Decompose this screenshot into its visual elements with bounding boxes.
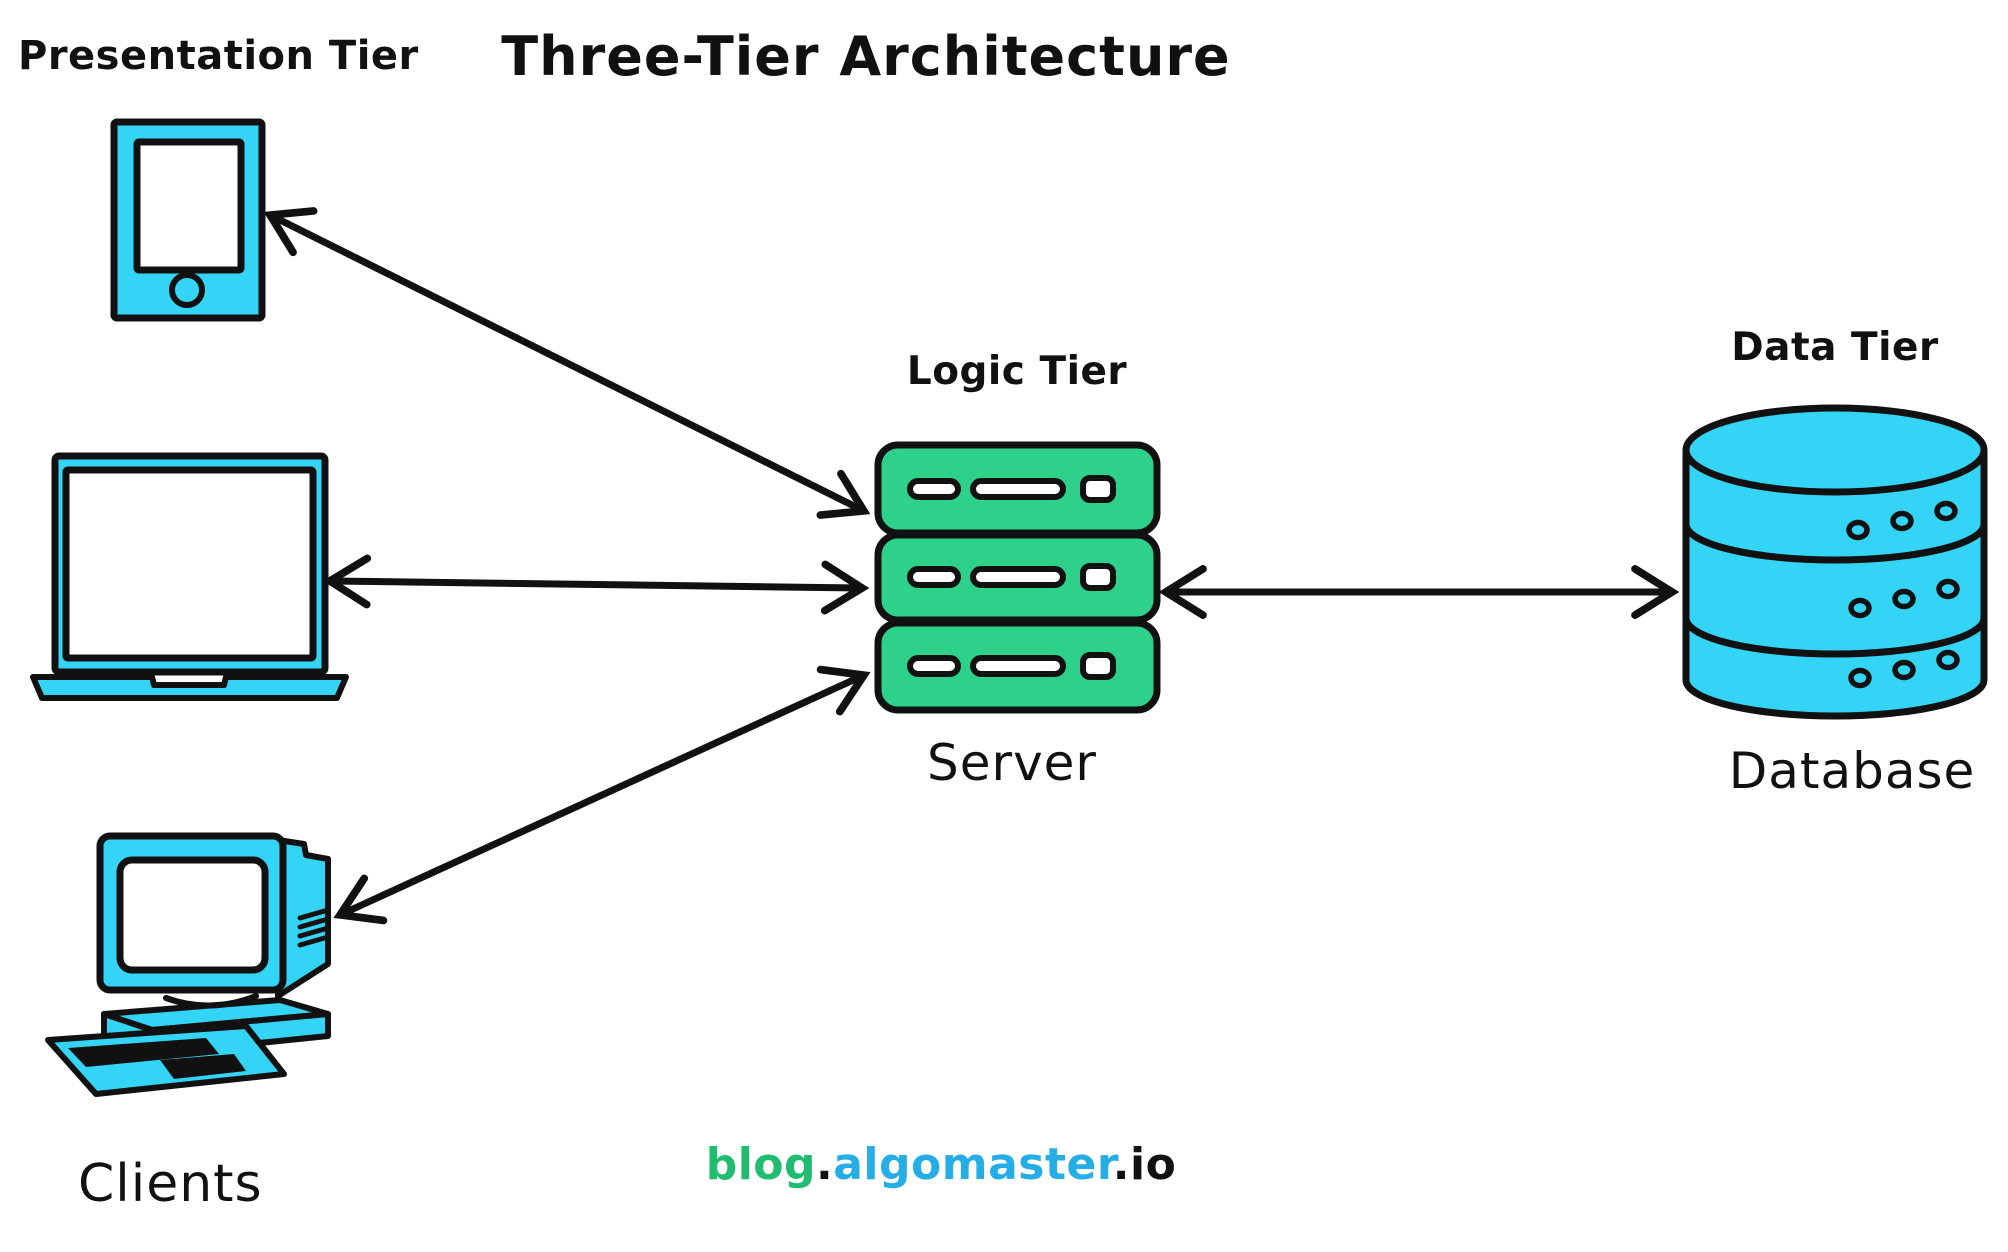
- data-tier-label: Data Tier: [1731, 325, 1939, 370]
- server-icon: [874, 441, 1161, 714]
- footer-algomaster-text: algomaster: [833, 1139, 1113, 1190]
- arrow-tablet-server: [263, 207, 871, 519]
- laptop-icon: [30, 452, 349, 701]
- logic-tier-label: Logic Tier: [906, 349, 1128, 394]
- footer-dot: .: [816, 1139, 834, 1190]
- arrow-desktop-server: [333, 665, 871, 925]
- footer-io-text: .io: [1112, 1139, 1177, 1190]
- desktop-computer-icon: [45, 832, 331, 1097]
- arrow-laptop-server: [322, 554, 870, 615]
- footer-brand: blog.algomaster.io: [706, 1143, 1177, 1187]
- tablet-icon: [110, 118, 266, 322]
- database-caption: Database: [1728, 742, 1976, 800]
- footer-blog-text: blog: [705, 1139, 817, 1190]
- clients-caption: Clients: [78, 1154, 263, 1214]
- database-icon: [1682, 404, 1988, 720]
- page-title: Three-Tier Architecture: [501, 25, 1231, 88]
- presentation-tier-label: Presentation Tier: [18, 33, 419, 79]
- server-caption: Server: [927, 734, 1097, 792]
